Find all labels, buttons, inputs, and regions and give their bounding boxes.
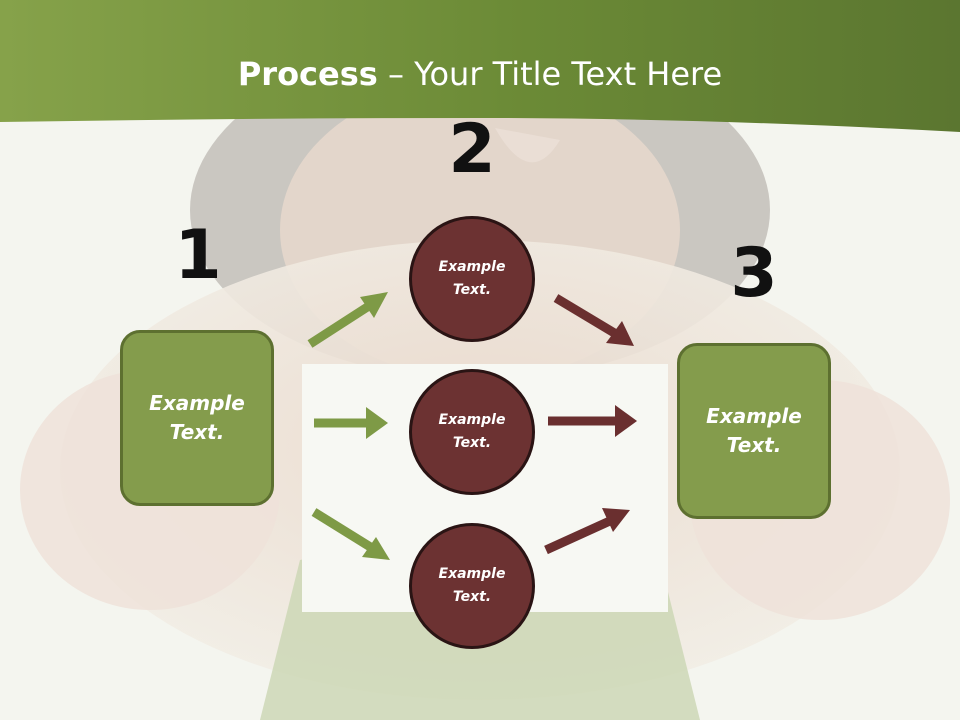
title-rest: – Your Title Text Here [377, 55, 723, 93]
input-box: Example Text. [120, 330, 274, 506]
step-number-2: 2 [448, 110, 496, 189]
process-circle-top: Example Text. [409, 216, 535, 342]
step-number-3: 3 [730, 234, 778, 313]
output-box: Example Text. [677, 343, 831, 519]
process-circle-middle: Example Text. [409, 369, 535, 495]
step-number-1: 1 [174, 216, 222, 295]
slide-title: Process – Your Title Text Here [0, 52, 960, 96]
process-circle-bottom: Example Text. [409, 523, 535, 649]
title-bold: Process [237, 55, 378, 93]
